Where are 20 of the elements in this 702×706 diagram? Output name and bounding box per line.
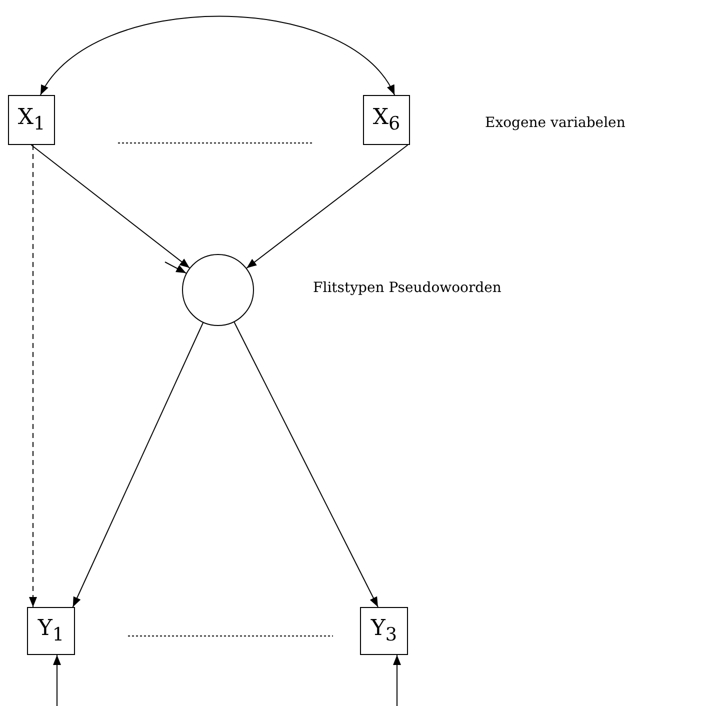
arrow bbox=[53, 654, 61, 706]
variable-box bbox=[8, 95, 55, 145]
latent-variable-circle bbox=[182, 254, 254, 326]
arrow bbox=[246, 144, 408, 269]
variable-label: X$_{6}$ bbox=[372, 105, 400, 135]
group-label: Exogene variabelen bbox=[485, 115, 626, 131]
group-label: Flitstypen Pseudowoorden bbox=[313, 280, 502, 296]
variable-label: Y$_{3}$ bbox=[370, 616, 398, 646]
arrow bbox=[72, 322, 204, 608]
variable-label: Y$_{1}$ bbox=[38, 616, 64, 646]
arrow bbox=[393, 654, 401, 706]
dashed-arrow bbox=[29, 144, 37, 608]
arrow bbox=[40, 16, 396, 96]
variable-box bbox=[27, 607, 75, 655]
arrow bbox=[164, 262, 187, 274]
arrow bbox=[234, 322, 378, 608]
variable-label: X$_{1}$ bbox=[18, 105, 46, 135]
arrow bbox=[30, 144, 190, 268]
variable-box bbox=[363, 95, 410, 145]
variable-box bbox=[360, 607, 408, 655]
